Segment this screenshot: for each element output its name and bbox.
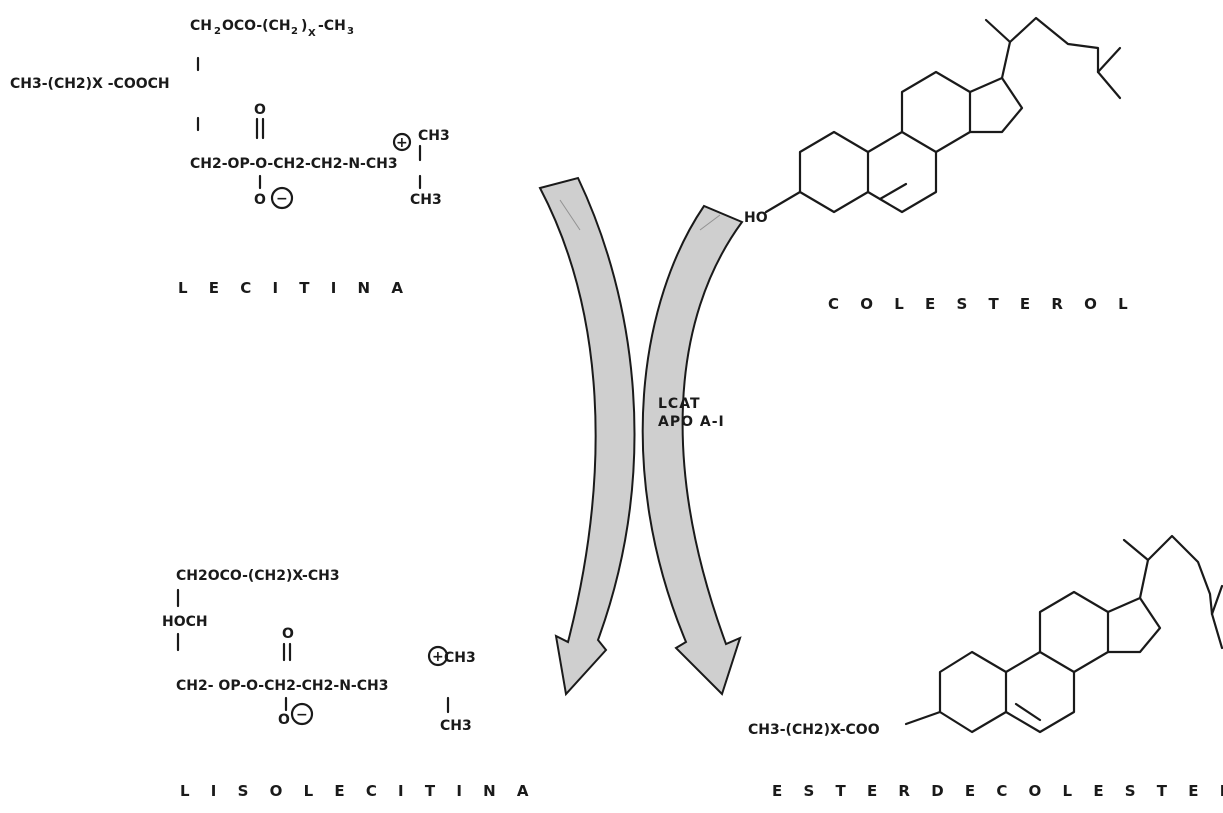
lisolecitina-minus-circle bbox=[290, 702, 314, 726]
lecitina-row1: CH bbox=[190, 18, 212, 34]
lisolecitina-structure: CH2OCO-(CH2)X-CH3 HOCH O CH3 + CH2- OP-O… bbox=[162, 568, 537, 800]
reaction-arrows: LCAT APO A-I bbox=[538, 176, 744, 697]
lecitina-row1-rest: OCO-(CH bbox=[222, 18, 291, 34]
colesterol-side-chain bbox=[1000, 16, 1100, 80]
ester-ring-c bbox=[1038, 590, 1110, 674]
lisolecitina-minus: − bbox=[296, 707, 308, 723]
arrow-hatch-2 bbox=[699, 214, 721, 231]
lecitina-label: L E C I T I N A bbox=[178, 279, 411, 297]
lecitina-row1-x: X bbox=[308, 28, 316, 39]
ester-label: E S T E R D E C O L E S T E R O L bbox=[772, 782, 1223, 800]
colesterol-ring-a bbox=[798, 130, 870, 214]
colesterol-double-bond bbox=[878, 182, 908, 201]
colesterol-ring-c bbox=[900, 70, 972, 154]
colesterol-isopropyl-a bbox=[1096, 46, 1122, 74]
colesterol-label: C O L E S T E R O L bbox=[828, 295, 1136, 313]
lisolecitina-methyl-bottom: CH3 bbox=[440, 718, 472, 734]
lisolecitina-row2: HOCH bbox=[162, 614, 208, 630]
arrow-left-down bbox=[538, 176, 636, 697]
lecitina-row1-sub3: 3 bbox=[347, 26, 354, 37]
enzyme-apo: APO A-I bbox=[658, 414, 725, 430]
lecitina-row1-sub1: 2 bbox=[214, 26, 221, 37]
ester-isopropyl-b bbox=[1210, 612, 1223, 650]
arrow-right-down bbox=[641, 204, 744, 696]
lisolecitina-label: L I S O L E C I T I N A bbox=[180, 782, 537, 800]
ester-oxygen-bond bbox=[904, 710, 942, 726]
ester-ring-a bbox=[938, 650, 1008, 734]
ester-ring-d bbox=[1106, 596, 1162, 654]
colesterol-ring-d bbox=[968, 76, 1024, 134]
lisolecitina-plus: + bbox=[432, 649, 444, 665]
ester-side-chain bbox=[1138, 534, 1214, 616]
colesterol-ring-b bbox=[866, 130, 938, 214]
lisolecitina-oxygen-top: O bbox=[282, 626, 294, 642]
lecitina-methyl-top: CH3 bbox=[418, 128, 450, 144]
lecitina-row3: CH2-OP-O-CH2-CH2-N-CH3 bbox=[190, 156, 398, 172]
lisolecitina-plus-circle bbox=[427, 645, 449, 667]
lecitina-minus-circle bbox=[270, 186, 294, 210]
lecitina-row2: CH3-(CH2)X -COOCH bbox=[10, 76, 170, 92]
lisolecitina-methyl-top: CH3 bbox=[444, 650, 476, 666]
lecitina-oxygen-top: O bbox=[254, 102, 266, 118]
lisolecitina-row1: CH2OCO-(CH2)X-CH3 bbox=[176, 568, 340, 584]
colesterol-ho: HO bbox=[744, 210, 768, 226]
lecitina-row1-sub2: 2 bbox=[291, 26, 298, 37]
ester-double-bond bbox=[1014, 702, 1042, 722]
colesterol-oh-bond bbox=[764, 190, 802, 214]
arrow-hatch-1 bbox=[559, 199, 581, 231]
ester-methyl-branch bbox=[1122, 538, 1150, 562]
lecitina-structure: CH 2 OCO-(CH 2 ) X -CH 3 CH3-(CH2)X -COO… bbox=[10, 18, 450, 297]
lecitina-methyl-bottom: CH3 bbox=[410, 192, 442, 208]
enzyme-lcat: LCAT bbox=[658, 396, 701, 412]
lecitina-plus-circle bbox=[392, 132, 412, 152]
lisolecitina-oxide: O bbox=[278, 712, 290, 728]
lecitina-oxide: O bbox=[254, 192, 266, 208]
ester-isopropyl-a bbox=[1210, 584, 1223, 616]
colesterol-isopropyl-b bbox=[1096, 70, 1122, 100]
colesterol-methyl-branch bbox=[984, 18, 1012, 44]
lecitina-row1-tail: ) bbox=[301, 18, 307, 34]
lecitina-plus: + bbox=[396, 135, 408, 151]
lecitina-row1-end: -CH bbox=[318, 18, 346, 34]
ester-group: CH3-(CH2)X-COO bbox=[748, 722, 880, 738]
ester-structure: CH3-(CH2)X-COO E S T E R D E C O L E S T… bbox=[748, 534, 1223, 800]
lecitina-minus: − bbox=[276, 191, 288, 207]
ester-ring-b bbox=[1004, 650, 1076, 734]
colesterol-structure: HO C O L E S T E R O L bbox=[744, 16, 1136, 313]
lisolecitina-row3: CH2- OP-O-CH2-CH2-N-CH3 bbox=[176, 678, 388, 694]
